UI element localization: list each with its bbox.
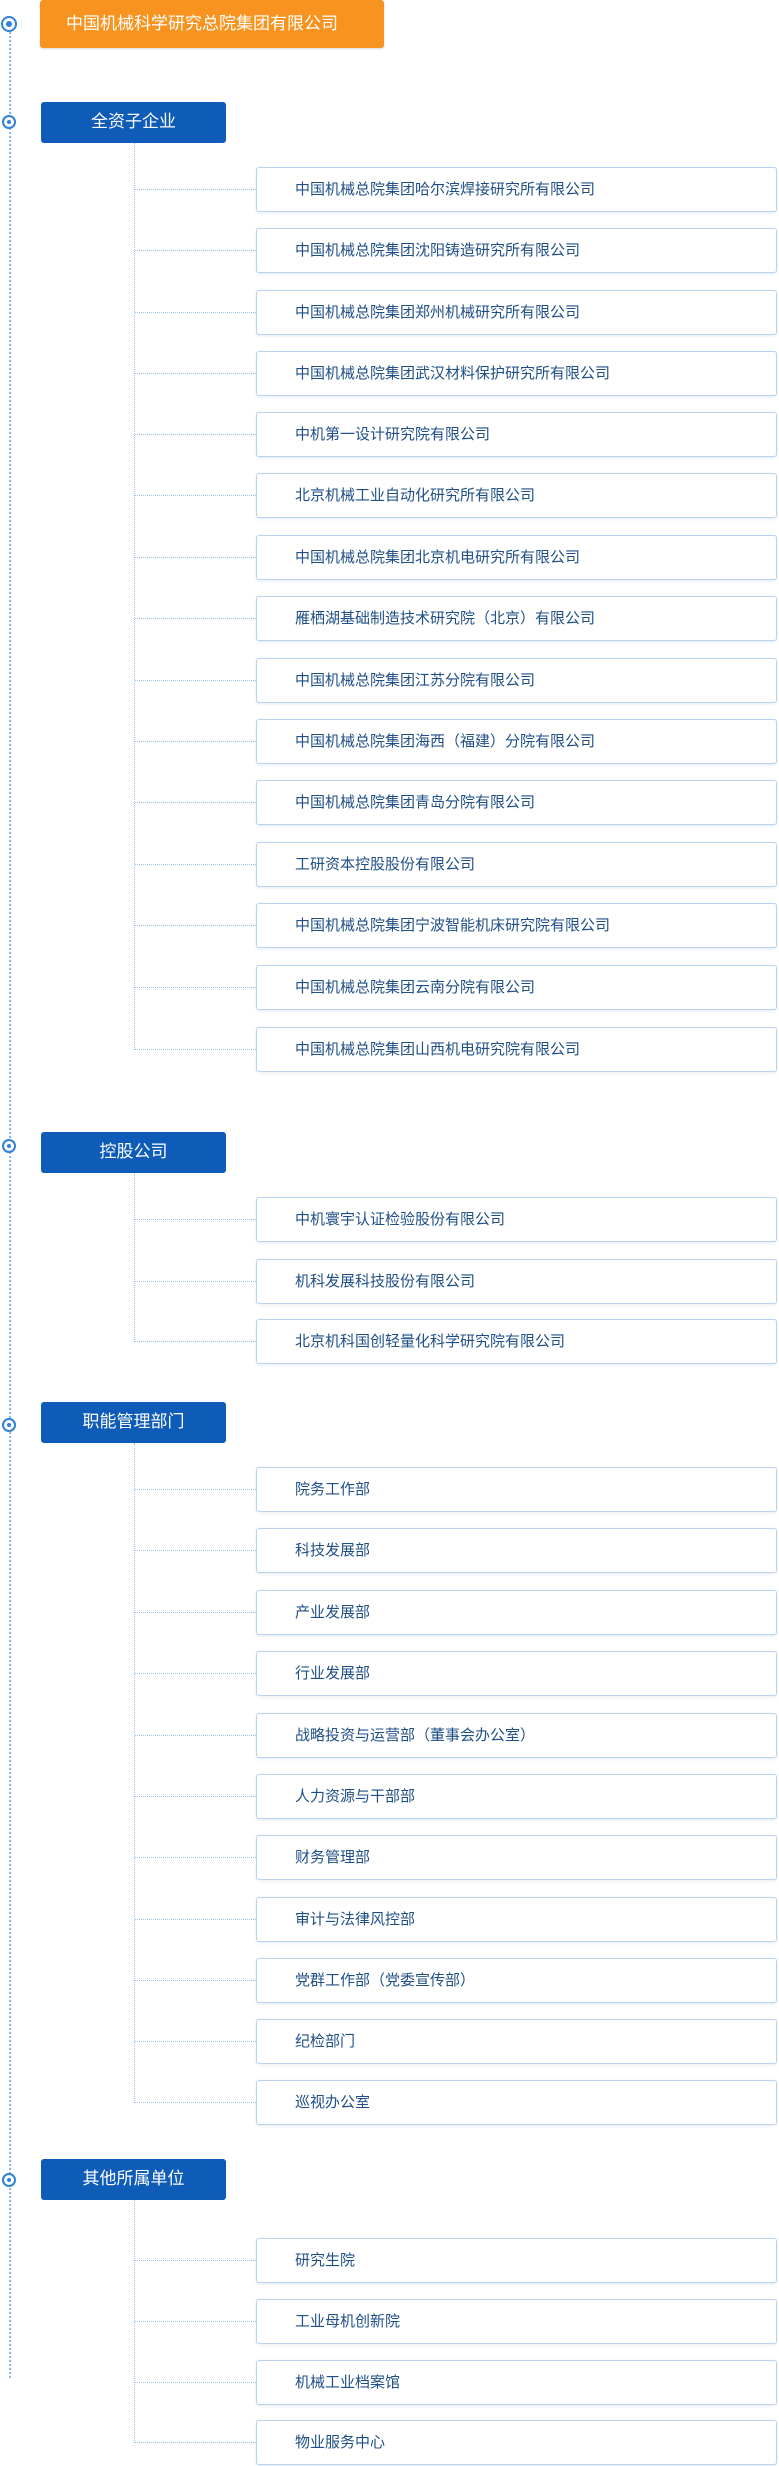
branch-connector	[135, 680, 256, 681]
group-branch-line	[134, 1443, 135, 2103]
branch-connector	[135, 741, 256, 742]
branch-connector	[135, 373, 256, 374]
branch-connector	[135, 2321, 256, 2322]
org-unit[interactable]: 工业母机创新院	[256, 2299, 777, 2344]
branch-connector	[135, 1673, 256, 1674]
branch-connector	[135, 1281, 256, 1282]
org-unit[interactable]: 工研资本控股股份有限公司	[256, 842, 777, 887]
branch-connector	[135, 250, 256, 251]
org-unit[interactable]: 巡视办公室	[256, 2080, 777, 2125]
org-unit[interactable]: 中国机械总院集团云南分院有限公司	[256, 965, 777, 1010]
branch-connector	[135, 618, 256, 619]
group-header[interactable]: 职能管理部门	[41, 1402, 226, 1443]
branch-connector	[135, 189, 256, 190]
org-unit[interactable]: 党群工作部（党委宣传部）	[256, 1958, 777, 2003]
org-unit[interactable]: 中国机械总院集团哈尔滨焊接研究所有限公司	[256, 167, 777, 212]
group-branch-line	[134, 143, 135, 1050]
org-unit[interactable]: 中国机械总院集团海西（福建）分院有限公司	[256, 719, 777, 764]
org-unit[interactable]: 审计与法律风控部	[256, 1897, 777, 1942]
branch-connector	[135, 1796, 256, 1797]
group-marker	[2, 1139, 16, 1153]
org-unit[interactable]: 中国机械总院集团北京机电研究所有限公司	[256, 535, 777, 580]
group-marker	[2, 115, 16, 129]
org-unit[interactable]: 中机寰宇认证检验股份有限公司	[256, 1197, 777, 1242]
org-unit[interactable]: 中机第一设计研究院有限公司	[256, 412, 777, 457]
org-unit[interactable]: 人力资源与干部部	[256, 1774, 777, 1819]
org-unit[interactable]: 纪检部门	[256, 2019, 777, 2064]
branch-connector	[135, 2442, 256, 2443]
root-organization[interactable]: 中国机械科学研究总院集团有限公司	[40, 0, 384, 48]
branch-connector	[135, 434, 256, 435]
branch-connector	[135, 1735, 256, 1736]
org-unit[interactable]: 北京机械工业自动化研究所有限公司	[256, 473, 777, 518]
org-unit[interactable]: 北京机科国创轻量化科学研究院有限公司	[256, 1319, 777, 1364]
group-header[interactable]: 控股公司	[41, 1132, 226, 1173]
group-marker	[2, 1418, 16, 1432]
org-unit[interactable]: 中国机械总院集团青岛分院有限公司	[256, 780, 777, 825]
branch-connector	[135, 987, 256, 988]
org-unit[interactable]: 产业发展部	[256, 1590, 777, 1635]
branch-connector	[135, 1341, 256, 1342]
branch-connector	[135, 2382, 256, 2383]
org-unit[interactable]: 中国机械总院集团沈阳铸造研究所有限公司	[256, 228, 777, 273]
root-node-marker	[1, 16, 17, 32]
branch-connector	[135, 1550, 256, 1551]
tree-main-line	[9, 20, 11, 2378]
branch-connector	[135, 1219, 256, 1220]
group-header[interactable]: 全资子企业	[41, 102, 226, 143]
group-branch-line	[134, 1173, 135, 1342]
branch-connector	[135, 312, 256, 313]
org-unit[interactable]: 财务管理部	[256, 1835, 777, 1880]
org-unit[interactable]: 机械工业档案馆	[256, 2360, 777, 2405]
org-unit[interactable]: 科技发展部	[256, 1528, 777, 1573]
branch-connector	[135, 802, 256, 803]
branch-connector	[135, 2102, 256, 2103]
branch-connector	[135, 1489, 256, 1490]
branch-connector	[135, 1857, 256, 1858]
org-unit[interactable]: 院务工作部	[256, 1467, 777, 1512]
group-marker	[2, 2173, 16, 2187]
org-unit[interactable]: 机科发展科技股份有限公司	[256, 1259, 777, 1304]
org-unit[interactable]: 中国机械总院集团宁波智能机床研究院有限公司	[256, 903, 777, 948]
org-unit[interactable]: 行业发展部	[256, 1651, 777, 1696]
branch-connector	[135, 1919, 256, 1920]
branch-connector	[135, 2260, 256, 2261]
branch-connector	[135, 495, 256, 496]
group-branch-line	[134, 2200, 135, 2443]
org-unit[interactable]: 中国机械总院集团山西机电研究院有限公司	[256, 1027, 777, 1072]
branch-connector	[135, 864, 256, 865]
branch-connector	[135, 1049, 256, 1050]
org-unit[interactable]: 中国机械总院集团武汉材料保护研究所有限公司	[256, 351, 777, 396]
org-unit[interactable]: 中国机械总院集团江苏分院有限公司	[256, 658, 777, 703]
branch-connector	[135, 1612, 256, 1613]
branch-connector	[135, 2041, 256, 2042]
org-unit[interactable]: 研究生院	[256, 2238, 777, 2283]
org-unit[interactable]: 物业服务中心	[256, 2420, 777, 2465]
org-unit[interactable]: 战略投资与运营部（董事会办公室）	[256, 1713, 777, 1758]
branch-connector	[135, 557, 256, 558]
group-header[interactable]: 其他所属单位	[41, 2159, 226, 2200]
org-unit[interactable]: 雁栖湖基础制造技术研究院（北京）有限公司	[256, 596, 777, 641]
org-unit[interactable]: 中国机械总院集团郑州机械研究所有限公司	[256, 290, 777, 335]
branch-connector	[135, 925, 256, 926]
branch-connector	[135, 1980, 256, 1981]
